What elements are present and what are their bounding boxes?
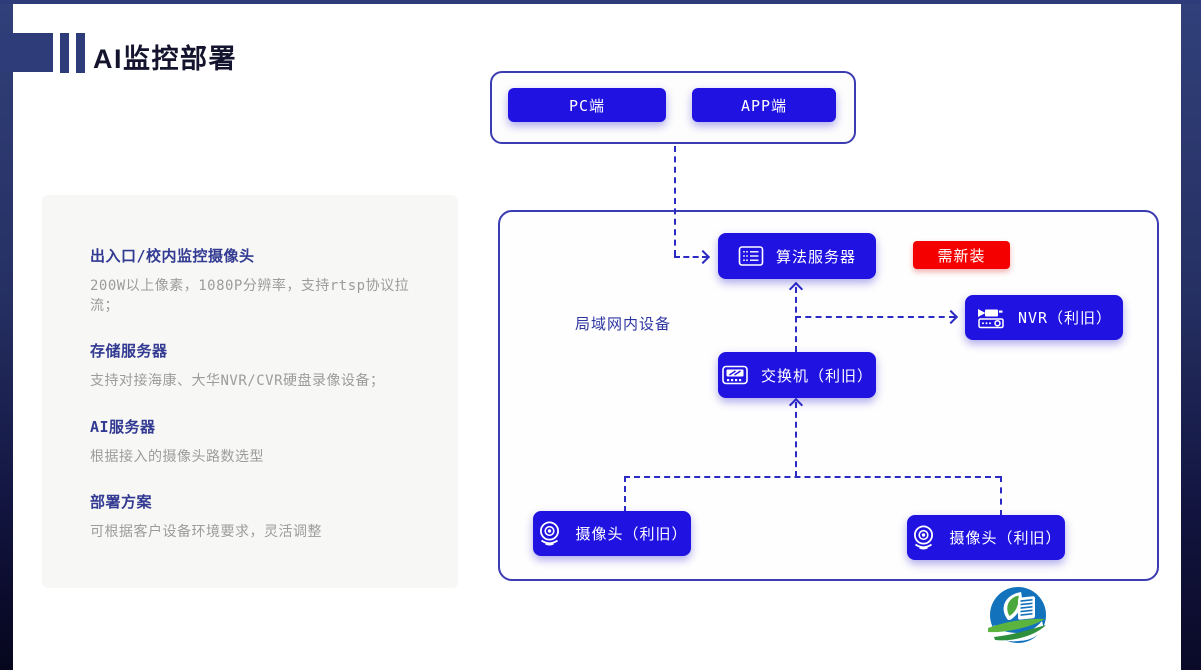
switch-node: 交换机（利旧）	[718, 352, 876, 398]
lan-devices-label: 局域网内设备	[575, 315, 672, 333]
connector-camera-right	[1000, 476, 1002, 516]
recorder-icon	[976, 306, 1006, 330]
title-decoration-bar	[0, 33, 53, 72]
info-item-cameras: 出入口/校内监控摄像头 200W以上像素，1080P分辨率，支持rtsp协议拉流…	[90, 245, 428, 316]
algo-server-node: 算法服务器	[718, 233, 876, 279]
left-edge-bar	[0, 0, 13, 670]
title-decoration-tick	[76, 33, 85, 73]
connector-camera-left	[624, 476, 626, 512]
info-item-title: 部署方案	[90, 493, 153, 512]
info-item-desc: 200W以上像素，1080P分辨率，支持rtsp协议拉流；	[90, 278, 410, 314]
server-icon	[738, 245, 764, 267]
page-title: AI监控部署	[93, 44, 237, 74]
info-item-desc: 支持对接海康、大华NVR/CVR硬盘录像设备；	[90, 373, 385, 390]
info-item-ai-server: AI服务器 根据接入的摄像头路数选型	[90, 416, 428, 468]
nvr-node: NVR（利旧）	[965, 295, 1123, 340]
top-border-bar	[0, 0, 1201, 4]
connector-switch-to-algo	[795, 287, 797, 352]
info-item-title: AI服务器	[90, 417, 156, 436]
app-terminal-node: APP端	[692, 88, 836, 122]
connector-cameras-to-switch	[795, 402, 797, 477]
node-label: 交换机（利旧）	[760, 366, 873, 385]
info-item-deployment: 部署方案 可根据客户设备环境要求，灵活调整	[90, 491, 428, 543]
camera-icon	[536, 520, 563, 547]
connector-client-to-algo	[674, 256, 708, 258]
node-label: 摄像头（利旧）	[949, 529, 1062, 547]
connector-client-down	[674, 146, 676, 256]
needs-new-install-badge: 需新装	[913, 241, 1010, 269]
info-item-desc: 根据接入的摄像头路数选型	[90, 448, 264, 465]
connector-to-nvr	[795, 316, 955, 318]
info-panel: 出入口/校内监控摄像头 200W以上像素，1080P分辨率，支持rtsp协议拉流…	[42, 195, 458, 588]
node-label: NVR（利旧）	[1017, 309, 1113, 327]
switch-icon	[721, 363, 749, 387]
info-item-title: 存储服务器	[90, 342, 168, 361]
right-edge-bar	[1181, 0, 1201, 670]
connector-camera-bus	[624, 476, 1001, 478]
title-decoration-tick	[60, 33, 69, 73]
camera-right-node: 摄像头（利旧）	[907, 515, 1065, 560]
camera-left-node: 摄像头（利旧）	[533, 511, 691, 556]
pc-terminal-node: PC端	[508, 88, 666, 122]
node-label: 摄像头（利旧）	[575, 525, 688, 543]
info-item-title: 出入口/校内监控摄像头	[90, 247, 255, 265]
camera-icon	[910, 524, 937, 551]
node-label: 算法服务器	[775, 247, 856, 266]
info-item-storage: 存储服务器 支持对接海康、大华NVR/CVR硬盘录像设备；	[90, 340, 428, 392]
info-item-desc: 可根据客户设备环境要求，灵活调整	[90, 524, 322, 541]
company-logo	[988, 585, 1048, 645]
